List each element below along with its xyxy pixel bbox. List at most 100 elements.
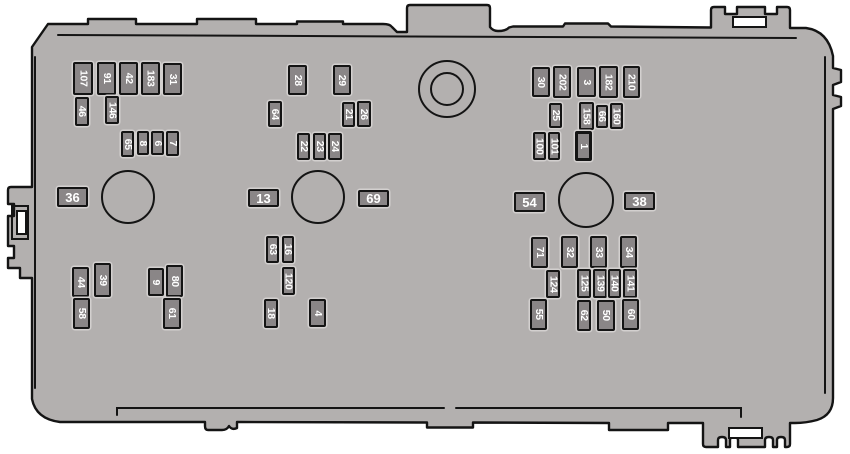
fuse-44: 44 <box>72 267 89 297</box>
fusebox-body <box>6 3 843 449</box>
fuse-140: 140 <box>608 269 621 298</box>
fuse-124: 124 <box>546 270 560 298</box>
fuse-38: 38 <box>624 192 655 210</box>
fuse-64: 64 <box>268 101 282 127</box>
fuse-9: 9 <box>148 268 164 296</box>
fuse-label: 32 <box>563 246 576 258</box>
left-bracket-slot <box>16 210 27 235</box>
fuse-25: 25 <box>549 103 562 128</box>
relay-post-circle <box>558 172 614 228</box>
relay-post-circle <box>291 170 345 224</box>
fuse-22: 22 <box>297 133 310 160</box>
fuse-label: 107 <box>77 70 90 87</box>
fuse-label: 124 <box>547 275 560 293</box>
fuse-80: 80 <box>166 265 183 297</box>
fuse-66: 66 <box>596 105 608 128</box>
fuse-31: 31 <box>163 63 182 95</box>
fuse-7: 7 <box>166 131 179 156</box>
fuse-label: 24 <box>329 140 342 153</box>
fuse-label: 141 <box>624 275 637 292</box>
fuse-label: 80 <box>168 275 181 287</box>
fuse-label: 16 <box>282 243 295 256</box>
fuse-65: 65 <box>121 131 134 157</box>
fuse-60: 60 <box>622 299 639 330</box>
fuse-label: 55 <box>532 308 545 321</box>
fuse-label: 9 <box>150 279 163 285</box>
fuse-label: 38 <box>632 193 647 209</box>
inner-rim-line <box>34 34 826 418</box>
fuse-29: 29 <box>333 65 351 95</box>
fuse-50: 50 <box>597 300 615 331</box>
fuse-202: 202 <box>553 66 571 98</box>
fuse-160: 160 <box>610 103 623 129</box>
fuse-32: 32 <box>561 236 578 268</box>
fuse-8: 8 <box>137 131 149 155</box>
fuse-label: 34 <box>622 246 635 258</box>
fuse-21: 21 <box>342 102 355 127</box>
fuse-91: 91 <box>97 62 116 95</box>
fuse-23: 23 <box>313 133 326 160</box>
fuse-26: 26 <box>357 101 371 127</box>
fuse-33: 33 <box>590 236 607 268</box>
fuse-label: 140 <box>608 275 621 292</box>
fuse-141: 141 <box>623 269 637 298</box>
fuse-label: 25 <box>549 109 562 122</box>
fuse-label: 139 <box>594 275 607 292</box>
fuse-label: 54 <box>522 194 537 210</box>
fuse-182: 182 <box>599 66 618 98</box>
fuse-107: 107 <box>73 62 93 95</box>
fuse-label: 58 <box>75 307 88 320</box>
fuse-146: 146 <box>105 96 119 124</box>
fuse-label: 182 <box>602 73 615 91</box>
fuse-label: 69 <box>366 191 381 206</box>
fuse-139: 139 <box>593 269 607 298</box>
fuse-label: 42 <box>122 72 135 85</box>
bolt-circle-outer <box>418 60 476 118</box>
fuse-1: 1 <box>575 131 592 161</box>
fuse-label: 33 <box>592 246 605 258</box>
fuse-label: 3 <box>580 79 593 85</box>
fuse-label: 125 <box>578 275 591 292</box>
top-right-tab-slot <box>732 16 767 28</box>
fuse-39: 39 <box>94 263 111 297</box>
fuse-54: 54 <box>514 192 545 212</box>
fuse-158: 158 <box>579 102 594 130</box>
fuse-46: 46 <box>75 97 89 126</box>
fuse-24: 24 <box>328 133 342 160</box>
fuse-69: 69 <box>358 190 389 207</box>
fuse-34: 34 <box>620 236 637 268</box>
fuse-label: 60 <box>624 308 637 321</box>
fuse-label: 46 <box>76 105 89 118</box>
fuse-label: 61 <box>166 307 179 320</box>
fuse-label: 66 <box>596 110 609 123</box>
fuse-100: 100 <box>533 132 546 160</box>
fuse-63: 63 <box>266 236 279 263</box>
fuse-120: 120 <box>282 267 295 295</box>
fuse-label: 31 <box>166 73 179 85</box>
fuse-55: 55 <box>530 299 547 330</box>
fuse-label: 7 <box>166 140 179 147</box>
fuse-label: 120 <box>282 272 295 290</box>
fuse-42: 42 <box>119 62 138 95</box>
fuse-label: 1 <box>577 143 590 149</box>
fuse-label: 50 <box>600 309 613 322</box>
fuse-label: 100 <box>533 137 546 155</box>
left-bracket-frame <box>11 205 29 240</box>
bottom-right-bracket-slot <box>728 427 763 439</box>
fuse-label: 13 <box>256 190 271 206</box>
fuse-label: 26 <box>358 108 371 120</box>
fuse-label: 160 <box>610 107 623 125</box>
fuse-210: 210 <box>623 66 640 98</box>
fuse-16: 16 <box>282 236 294 263</box>
fuse-61: 61 <box>163 298 181 329</box>
fuse-label: 6 <box>151 140 164 146</box>
fuse-label: 18 <box>265 307 278 320</box>
fuse-label: 30 <box>535 76 548 88</box>
fuse-30: 30 <box>532 67 550 97</box>
fuse-label: 4 <box>311 310 324 316</box>
fuse-label: 183 <box>144 70 157 87</box>
fuse-label: 21 <box>342 108 355 121</box>
fuse-13: 13 <box>248 189 279 207</box>
fuse-label: 146 <box>106 101 119 119</box>
fuse-label: 71 <box>533 246 546 259</box>
